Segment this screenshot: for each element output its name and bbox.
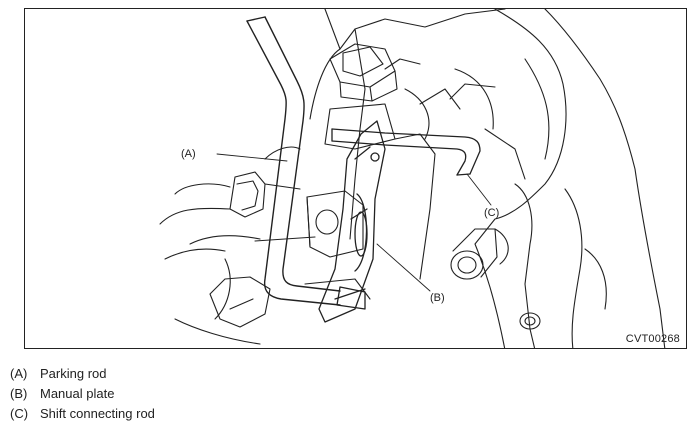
legend-key: (A): [10, 366, 28, 381]
callout-b: (B): [430, 292, 445, 304]
leader-lines: [216, 153, 492, 292]
left-bolts: [159, 146, 316, 345]
rod-bushing: [450, 228, 541, 330]
legend-label: Parking rod: [40, 366, 107, 381]
callout-a: (A): [181, 148, 196, 160]
shift-connecting-rod: [331, 128, 481, 176]
housing-outline: [309, 9, 666, 348]
figure-frame: (A) (B) (C) CVT00268: [24, 8, 687, 349]
legend: (A) Parking rod (B) Manual plate (C) Shi…: [10, 364, 155, 424]
legend-key: (C): [10, 406, 29, 421]
legend-item-a: (A) Parking rod: [10, 364, 155, 384]
figure-code: CVT00268: [625, 333, 680, 345]
parking-rod: [246, 16, 341, 306]
callout-c: (C): [484, 207, 500, 219]
legend-label: Shift connecting rod: [40, 406, 155, 421]
legend-item-c: (C) Shift connecting rod: [10, 404, 155, 424]
bolt-top: [329, 43, 398, 102]
legend-item-b: (B) Manual plate: [10, 384, 155, 404]
mount-pad: [304, 103, 436, 300]
transmission-drawing: [159, 9, 666, 348]
pivot-block: [306, 190, 364, 258]
legend-key: (B): [10, 386, 28, 401]
legend-label: Manual plate: [40, 386, 115, 401]
